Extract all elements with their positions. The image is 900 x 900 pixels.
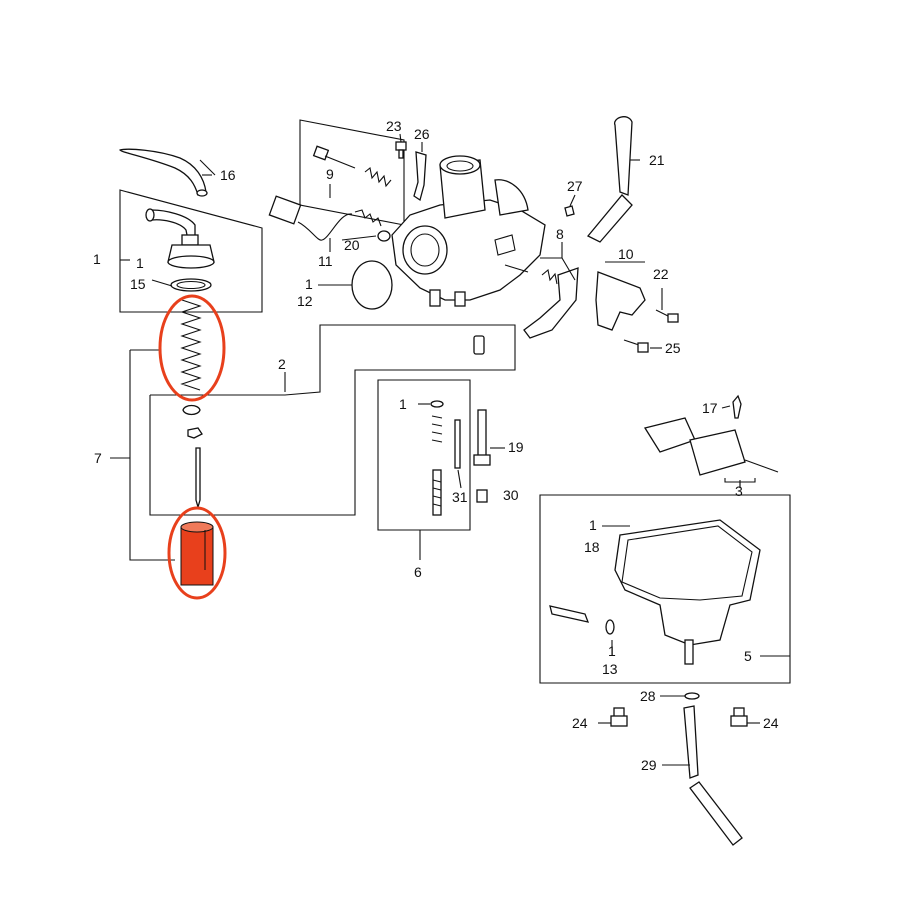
callout-16: 16	[220, 167, 236, 183]
throttle-spring-part	[180, 299, 202, 391]
needle-clip-part	[182, 404, 201, 416]
callout-30: 30	[503, 487, 519, 503]
jet-group-parts	[430, 400, 491, 516]
callout-22: 22	[653, 266, 669, 282]
plug-screw-part	[473, 335, 485, 355]
callout-24-right: 24	[763, 715, 779, 731]
callout-24-left: 24	[572, 715, 588, 731]
callout-10: 10	[618, 246, 634, 262]
jet-group-frame	[377, 379, 471, 531]
needle-clip-part-2	[187, 427, 203, 439]
washer-part-13	[605, 619, 615, 635]
callout-3: 3	[735, 483, 743, 499]
carburetor-body	[391, 155, 546, 307]
group-frames	[119, 119, 791, 684]
bowl-group-frame	[539, 494, 791, 684]
callout-25: 25	[665, 340, 681, 356]
callout-6: 6	[414, 564, 422, 580]
choke-plunger-part-9	[312, 145, 392, 188]
leader-lines	[110, 133, 790, 766]
callout-1-gasket: 1	[136, 255, 144, 271]
callout-27: 27	[567, 178, 583, 194]
jet-needle-part	[195, 447, 201, 510]
choke-group-frame	[299, 119, 405, 226]
bracket-part-10	[595, 271, 646, 331]
callout-21: 21	[649, 152, 665, 168]
highlight-markers	[158, 294, 227, 600]
screw-part-22	[655, 309, 679, 323]
callout-5: 5	[744, 648, 752, 664]
callout-19: 19	[508, 439, 524, 455]
lever-part-8	[523, 267, 579, 339]
drain-screw-part	[549, 605, 590, 623]
screw-part-24-right	[730, 707, 748, 727]
screw-part-24-left	[610, 707, 628, 727]
hose-part-21-upper	[614, 116, 633, 196]
callout-17: 17	[702, 400, 718, 416]
callout-12: 12	[297, 293, 313, 309]
cap-group-frame	[119, 189, 263, 313]
callout-28: 28	[640, 688, 656, 704]
screw-part-25	[623, 339, 649, 353]
slide-group-frame	[149, 324, 516, 516]
callout-labels: 1 1 15 16 7 2 9 11 20 1 12 23 26 27 21 8…	[93, 118, 779, 773]
bracket-part-26	[413, 151, 427, 202]
float-part-3	[643, 417, 779, 476]
callout-7: 7	[94, 450, 102, 466]
callout-26: 26	[414, 126, 430, 142]
switch-part-11	[268, 195, 353, 241]
callout-15: 15	[130, 276, 146, 292]
clip-part-27	[564, 205, 575, 217]
throttle-slide-part	[180, 521, 214, 586]
callout-31: 31	[452, 489, 468, 505]
callout-29: 29	[641, 757, 657, 773]
float-bowl-part-5	[614, 519, 761, 665]
hose-part-29-upper	[683, 705, 699, 779]
callout-1-washer: 1	[608, 643, 616, 659]
o-ring-part-12	[351, 260, 393, 310]
fitting-part-20	[354, 209, 391, 242]
callout-9: 9	[326, 166, 334, 182]
callout-20: 20	[344, 237, 360, 253]
callout-8: 8	[556, 226, 564, 242]
callout-1-jet: 1	[399, 396, 407, 412]
hose-elbow-part-16	[119, 148, 208, 197]
callout-1-oring: 1	[305, 276, 313, 292]
hose-part-21-lower	[586, 194, 633, 243]
callout-1-cap: 1	[93, 251, 101, 267]
slide-highlight-oval	[167, 506, 227, 600]
callout-11: 11	[318, 253, 333, 269]
clip-part-28	[684, 692, 700, 700]
spring-highlight-oval	[158, 294, 226, 402]
top-cap-part	[145, 208, 215, 269]
hose-part-29-lower	[689, 781, 743, 846]
callout-23: 23	[386, 118, 402, 134]
callout-1-bowl: 1	[589, 517, 597, 533]
parts	[119, 116, 779, 846]
callout-2: 2	[278, 356, 286, 372]
callout-18: 18	[584, 539, 600, 555]
float-valve-part-17	[732, 394, 742, 419]
callout-13: 13	[602, 661, 618, 677]
